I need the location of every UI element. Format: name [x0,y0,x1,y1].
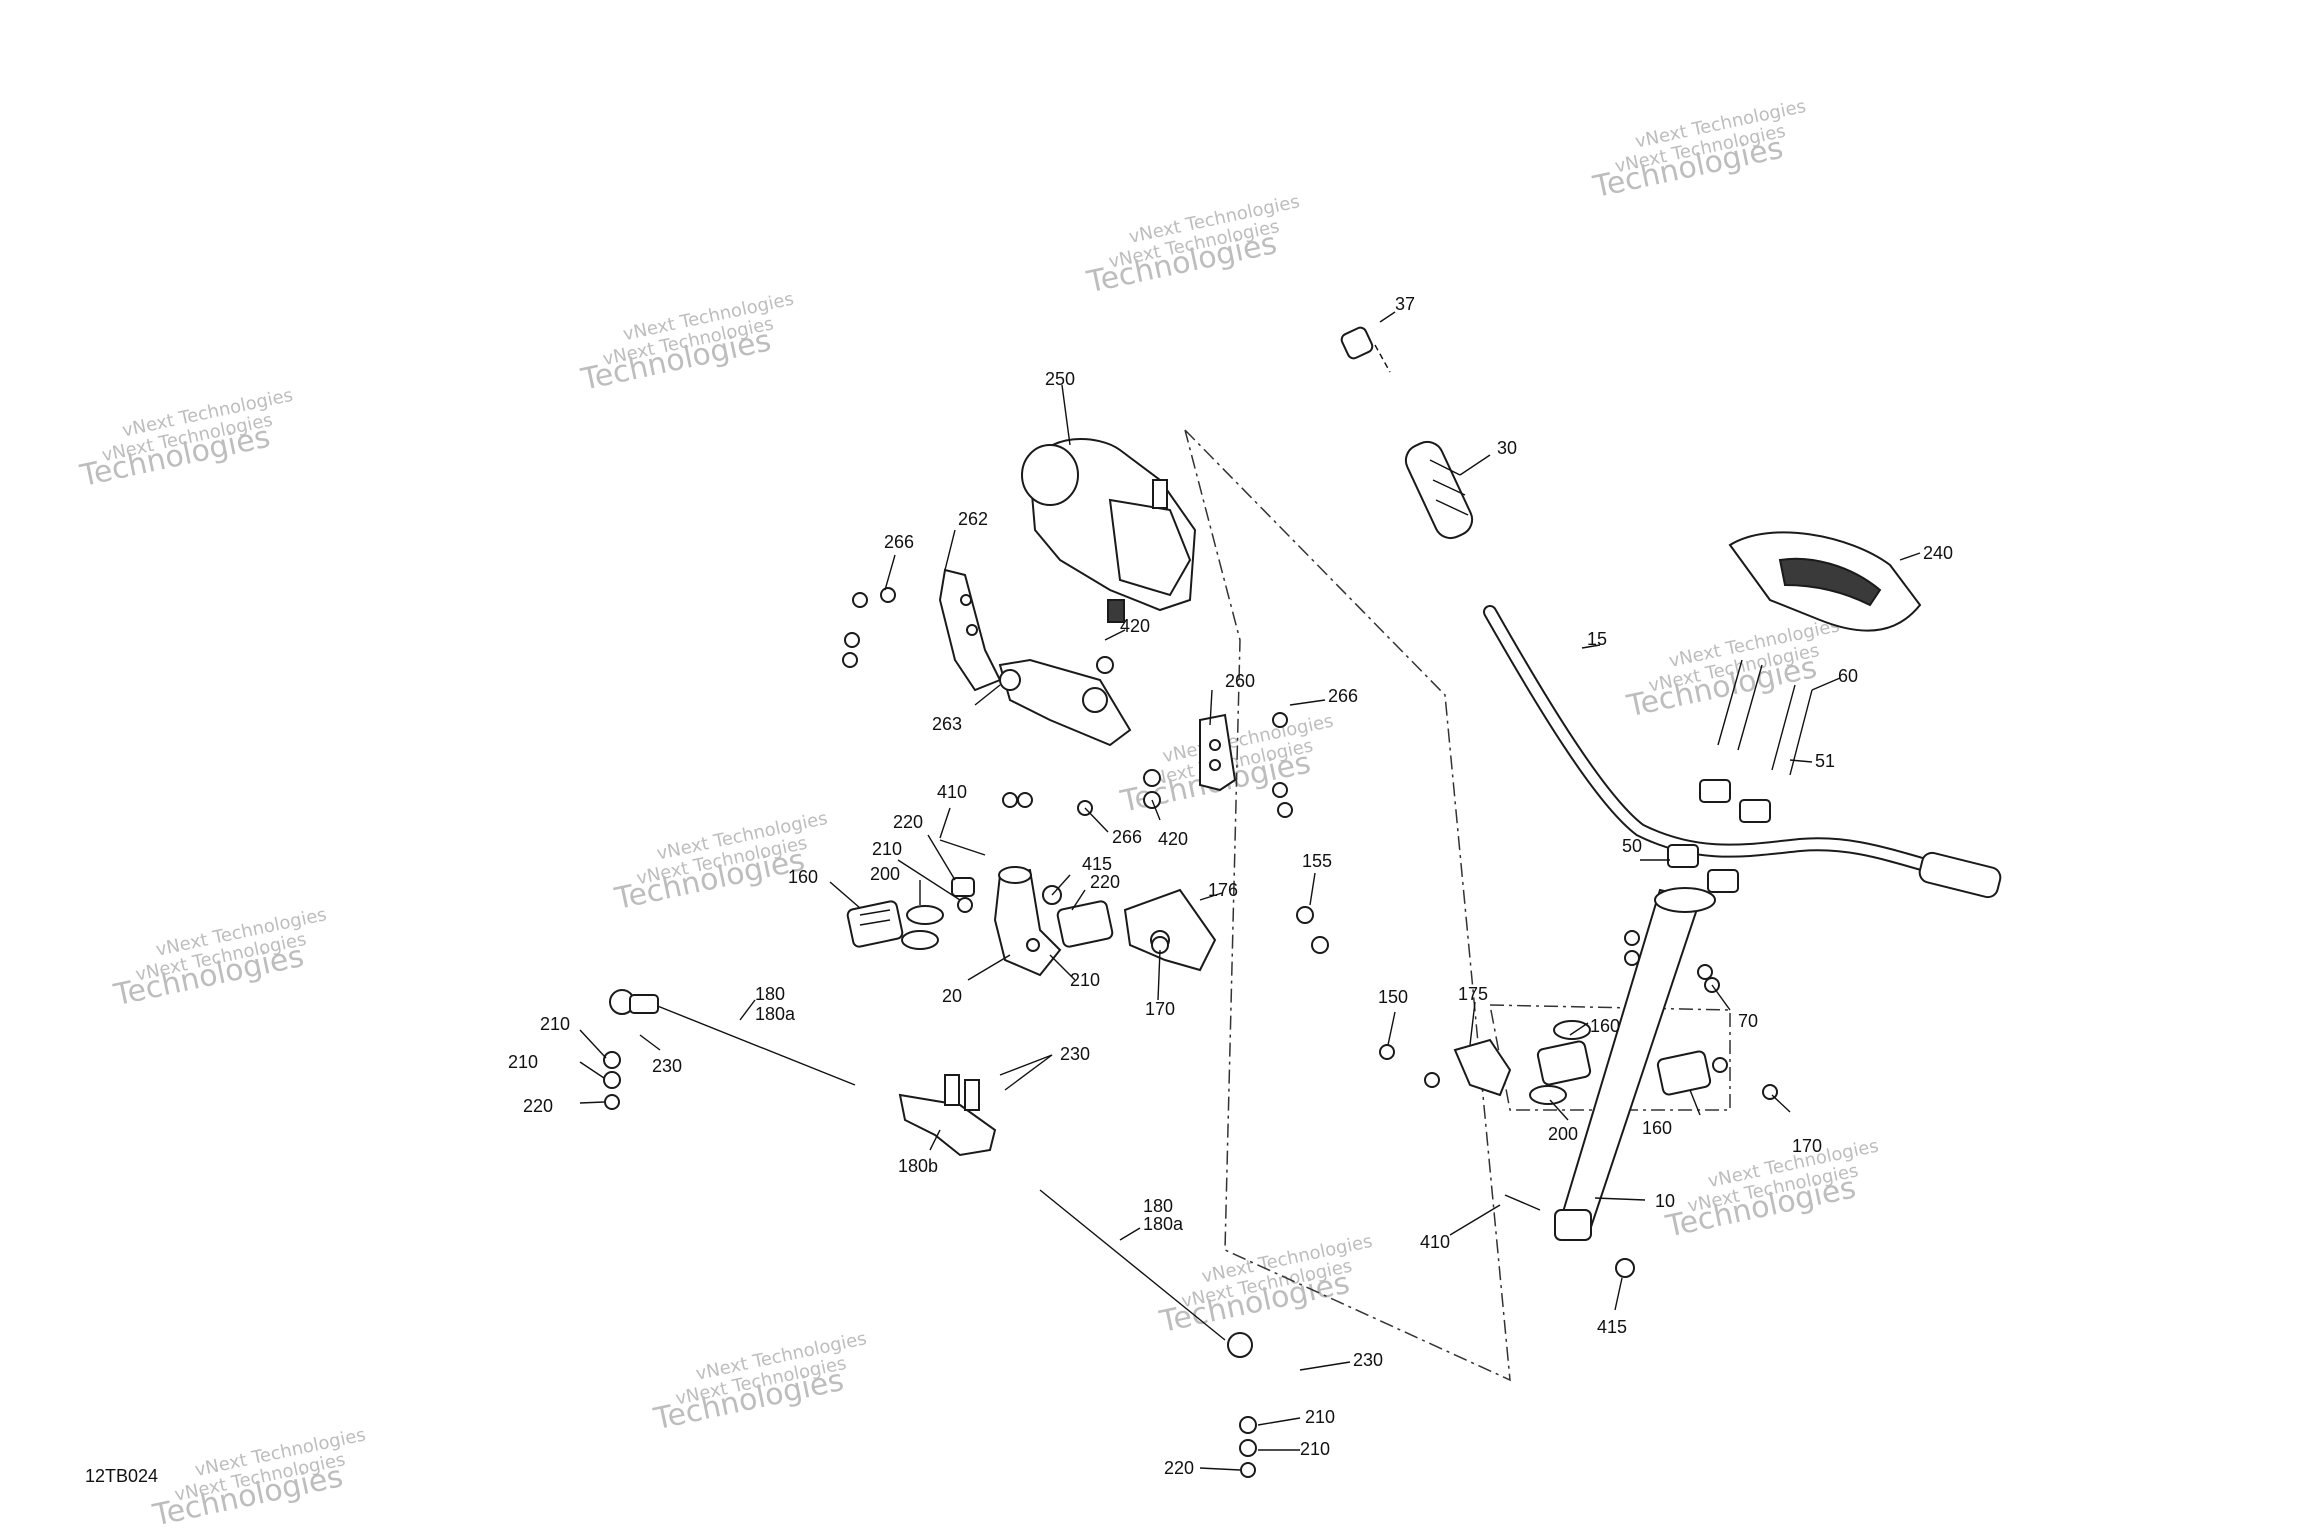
callout-210-c: 210 [540,1014,570,1034]
watermark: vNext Technologies Technologies vNext Te… [611,808,829,917]
callout-263: 263 [932,714,962,734]
part-bushing-160-left [846,900,904,948]
part-tie-rod-right [1039,1189,1257,1478]
callout-266-c: 266 [1112,827,1142,847]
part-steering-arm [993,866,1062,977]
callout-160-a: 160 [788,867,818,887]
part-center-link [898,1074,997,1157]
callout-420-b: 420 [1158,829,1188,849]
callout-170-a: 170 [1145,999,1175,1019]
callout-262: 262 [958,509,988,529]
callout-180a-b: 180a [1143,1214,1184,1234]
callout-180b: 180b [898,1156,938,1176]
callout-210-b: 210 [1070,970,1100,990]
watermark: vNext Technologies Technologies vNext Te… [1662,1135,1880,1244]
watermark: vNext Technologies Technologies vNext Te… [1589,96,1807,205]
watermark: vNext Technologies Technologies vNext Te… [1623,615,1841,724]
part-steering-column [1554,887,1716,1241]
part-handlebar [1483,605,2002,899]
part-handlebar-clamps [1667,779,1771,893]
callout-220-d: 220 [1164,1458,1194,1478]
callout-15: 15 [1587,629,1607,649]
watermark: vNext Technologies Technologies vNext Te… [650,1328,868,1437]
watermark: vNext Technologies Technologies vNext Te… [76,385,294,494]
part-handlebar-cover [1728,531,1922,632]
part-bracket-260 [1199,713,1237,792]
callout-150: 150 [1378,987,1408,1007]
callout-410-b: 410 [1420,1232,1450,1252]
callout-160-c: 160 [1642,1118,1672,1138]
callout-230-b: 230 [1060,1044,1090,1064]
reference-code: 12TB024 [85,1466,158,1486]
callout-220-b: 220 [1090,872,1120,892]
callout-180-a: 180 [755,984,785,1004]
callout-30: 30 [1497,438,1517,458]
callout-60: 60 [1838,666,1858,686]
callout-20: 20 [942,986,962,1006]
callout-415-b: 415 [1597,1317,1627,1337]
callout-51: 51 [1815,751,1835,771]
callout-10: 10 [1655,1191,1675,1211]
callout-37: 37 [1395,294,1415,314]
callout-labels: 37 30 250 240 15 262 266 420 260 266 263… [508,294,1953,1478]
assembly-outline-main [1184,429,1511,1382]
callout-70: 70 [1738,1011,1758,1031]
callout-420-a: 420 [1120,616,1150,636]
part-bracket-263 [998,658,1132,747]
part-clamp-176 [1123,888,1217,972]
callout-210-a: 210 [872,839,902,859]
callout-250: 250 [1045,369,1075,389]
part-bolts-60 [1717,659,1813,776]
callout-50: 50 [1622,836,1642,856]
callout-260: 260 [1225,671,1255,691]
callout-175: 175 [1458,984,1488,1004]
callout-220-c: 220 [523,1096,553,1116]
callout-230-a: 230 [652,1056,682,1076]
part-bushing-160-mid [1056,900,1114,948]
leader-lines [579,311,1921,1471]
callout-415-a: 415 [1082,854,1112,874]
part-grip [1404,440,1474,540]
callout-410-a: 410 [937,782,967,802]
watermark: vNext Technologies Technologies vNext Te… [1083,191,1301,300]
callout-266-b: 266 [1328,686,1358,706]
callout-266-a: 266 [884,532,914,552]
part-clamp-175 [1379,1038,1512,1097]
callout-176: 176 [1208,880,1238,900]
watermark: vNext Technologies Technologies vNext Te… [1156,1231,1374,1340]
part-tie-rod-left [603,989,856,1110]
callout-210-f: 210 [1300,1439,1330,1459]
watermark: vNext Technologies Technologies vNext Te… [149,1424,367,1533]
callout-240: 240 [1923,543,1953,563]
callout-230-c: 230 [1353,1350,1383,1370]
callout-180a-a: 180a [755,1004,796,1024]
callout-200-b: 200 [1548,1124,1578,1144]
callout-160-b: 160 [1590,1016,1620,1036]
part-end-cap [1340,326,1391,373]
callout-220-a: 220 [893,812,923,832]
callout-200-a: 200 [870,864,900,884]
part-hardware-lower [1504,1194,1635,1278]
part-bushing-160-right [1536,1040,1712,1096]
watermark: vNext Technologies Technologies vNext Te… [110,904,328,1013]
callout-155: 155 [1302,851,1332,871]
part-orings-200 [901,905,1591,1105]
part-power-steering-unit [1021,437,1197,623]
part-bolts-155 [1296,906,1329,954]
callout-210-e: 210 [1305,1407,1335,1427]
callout-170-b: 170 [1792,1136,1822,1156]
callout-210-d: 210 [508,1052,538,1072]
callout-180-b: 180 [1143,1196,1173,1216]
part-bracket-262 [938,568,1002,692]
watermark: vNext Technologies Technologies vNext Te… [577,289,795,398]
